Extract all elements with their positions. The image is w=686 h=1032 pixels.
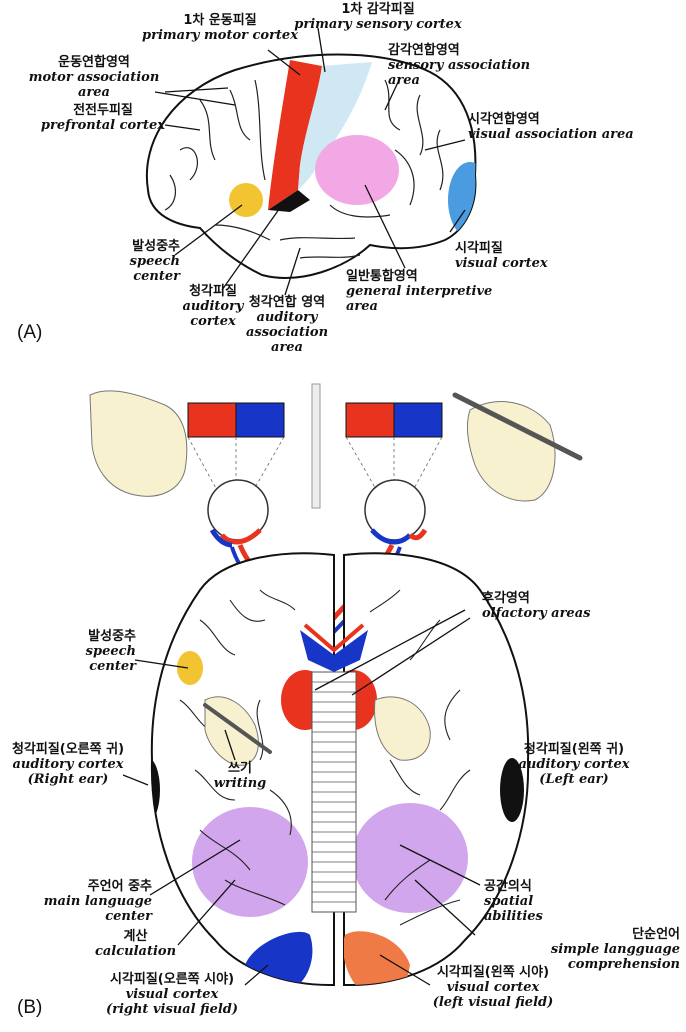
auditory-left-region [500, 758, 524, 822]
pen-right [452, 392, 583, 461]
speech-center-region [229, 183, 263, 217]
speech-center-b-region [177, 651, 203, 685]
label-visual-right-field: 시각피질(오른쪽 시야) visual cortex (right visual… [105, 972, 239, 1017]
label-auditory-left-ear: 청각피질(왼쪽 귀) auditory cortex (Left ear) [518, 742, 630, 787]
panel-a-brain [145, 27, 477, 296]
primary-sensory-region [298, 62, 372, 190]
blue-box-right [393, 402, 443, 438]
primary-motor-region [268, 60, 322, 210]
label-simple-language: 단순언어 simple langguage comprehension [550, 927, 680, 972]
label-primary-sensory: 1차 감각피질 primary sensory cortex [294, 2, 462, 32]
label-writing: 쓰기 writing [213, 761, 267, 791]
label-calculation: 계산 calculation [94, 929, 177, 959]
spatial-abilities-region [352, 803, 468, 913]
pen-left [203, 703, 272, 754]
panel-b-leader-lines [122, 609, 521, 986]
red-box-left [187, 402, 237, 438]
hand-right-brain [374, 696, 431, 761]
red-box-right [345, 402, 395, 438]
blue-box-left [235, 402, 285, 438]
label-olfactory: 후각영역 olfactory areas [482, 591, 591, 621]
left-hand [89, 390, 188, 497]
label-auditory-association: 청각연합 영역 auditory association area [245, 295, 329, 355]
label-main-language: 주언어 중추 main language center [43, 879, 152, 924]
label-speech-center-b: 발성중추 speech center [85, 629, 136, 674]
auditory-right-region [151, 758, 160, 822]
label-auditory-right-ear: 청각피질(오른쪽 귀) auditory cortex (Right ear) [11, 742, 125, 787]
panel-a-letter: (A) [17, 322, 43, 343]
visual-left-region [343, 931, 410, 985]
panel-a-leader-lines [154, 27, 466, 296]
general-interpretive-region [315, 135, 399, 205]
main-language-region [192, 807, 308, 917]
label-visual-association: 시각연합영역 visual association area [468, 112, 634, 142]
label-visual-cortex-a: 시각피질 visual cortex [455, 241, 548, 271]
label-speech-center-a: 발성중추 speech center [129, 239, 180, 284]
panel-b-letter: (B) [17, 997, 43, 1018]
label-sensory-association: 감각연합영역 sensory association area [388, 43, 531, 88]
label-auditory-cortex-a: 청각피질 auditory cortex [182, 284, 244, 329]
label-spatial-abilities: 공간의식 spatial abilities [484, 879, 543, 924]
label-visual-left-field: 시각피질(왼쪽 시야) visual cortex (left visual f… [432, 965, 554, 1010]
label-motor-association: 운동연합영역 motor association area [28, 55, 160, 100]
divider-bar [311, 383, 321, 509]
label-prefrontal: 전전두피질 prefrontal cortex [40, 103, 166, 133]
label-primary-motor: 1차 운동피질 primary motor cortex [142, 13, 298, 43]
auditory-cortex-region [268, 190, 310, 212]
panel-b [89, 383, 583, 986]
label-general-interpretive: 일반통합영역 general interpretive area [346, 269, 493, 314]
right-hand [467, 401, 556, 502]
visual-cortex-region [448, 162, 476, 238]
